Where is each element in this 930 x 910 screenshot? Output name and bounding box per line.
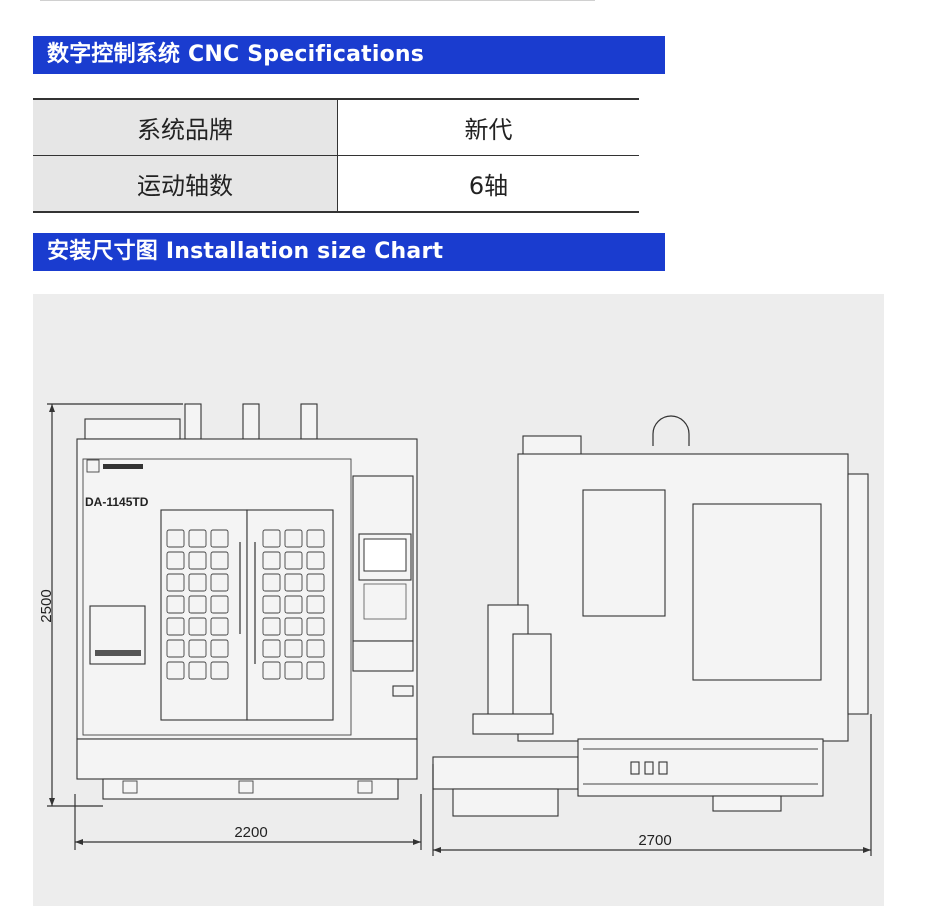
top-divider [40, 0, 595, 1]
door-window-pane [188, 595, 207, 614]
door-window-pane [188, 617, 207, 636]
door-window-pane [210, 639, 229, 658]
installation-drawing-panel: DA-1145TD [33, 294, 884, 906]
door-window-pane [284, 529, 303, 548]
door-window-pane [262, 617, 281, 636]
door-window-pane [306, 617, 325, 636]
door-window-pane [306, 639, 325, 658]
front-height-dimension: 2500 [38, 403, 183, 807]
door-window-pane [210, 617, 229, 636]
door-window-pane [188, 551, 207, 570]
door-window-pane [166, 529, 185, 548]
door-window-pane [188, 529, 207, 548]
door-window-pane [284, 573, 303, 592]
spec-label: 运动轴数 [33, 155, 338, 213]
door-window-pane [284, 617, 303, 636]
installation-drawing: DA-1145TD [38, 403, 872, 856]
door-window-pane [306, 595, 325, 614]
door-window-pane [284, 639, 303, 658]
door-window-pane [284, 551, 303, 570]
door-window-pane [306, 661, 325, 680]
door-window-pane [210, 529, 229, 548]
door-window-pane [188, 661, 207, 680]
door-window-grid-right [262, 529, 325, 680]
front-view-machine: DA-1145TD [76, 403, 418, 800]
door-window-pane [262, 661, 281, 680]
door-window-pane [210, 551, 229, 570]
door-window-grid-left [166, 529, 229, 680]
door-window-pane [166, 595, 185, 614]
spec-table: 系统品牌 新代 运动轴数 6轴 [33, 98, 639, 213]
door-window-pane [188, 573, 207, 592]
door-window-pane [262, 573, 281, 592]
side-width-label: 2700 [638, 832, 671, 849]
door-window-pane [166, 639, 185, 658]
door-window-pane [166, 551, 185, 570]
side-width-dimension: 2700 [432, 714, 872, 856]
spec-value: 新代 [337, 98, 639, 156]
table-row: 系统品牌 新代 [33, 98, 639, 156]
cnc-specifications-banner: 数字控制系统 CNC Specifications [33, 36, 665, 74]
door-window-pane [262, 639, 281, 658]
spec-label: 系统品牌 [33, 98, 338, 156]
door-window-pane [262, 595, 281, 614]
door-window-pane [262, 529, 281, 548]
door-window-pane [284, 661, 303, 680]
door-window-pane [188, 639, 207, 658]
front-width-dimension: 2200 [74, 794, 422, 850]
installation-size-banner: 安装尺寸图 Installation size Chart [33, 233, 665, 271]
door-window-pane [210, 661, 229, 680]
door-window-pane [306, 573, 325, 592]
height-dimension-label: 2500 [38, 589, 55, 622]
side-view-machine [432, 415, 869, 817]
door-window-pane [166, 617, 185, 636]
door-window-pane [166, 661, 185, 680]
door-window-pane [166, 573, 185, 592]
door-window-pane [262, 551, 281, 570]
door-window-pane [284, 595, 303, 614]
door-window-pane [210, 573, 229, 592]
machine-model-label: DA-1145TD [85, 495, 149, 509]
door-window-pane [210, 595, 229, 614]
spec-value: 6轴 [337, 155, 639, 213]
door-window-pane [306, 529, 325, 548]
table-row: 运动轴数 6轴 [33, 155, 639, 213]
door-window-pane [306, 551, 325, 570]
front-width-label: 2200 [234, 824, 267, 841]
